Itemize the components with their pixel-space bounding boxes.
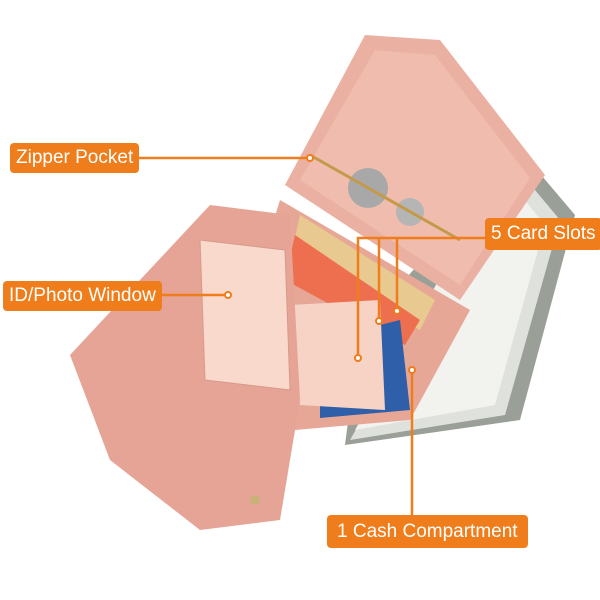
snap-button [250,495,260,505]
cash-compartment-label: 1 Cash Compartment [327,515,528,548]
card-slots-label: 5 Card Slots [485,218,600,250]
id-window [199,239,291,391]
callout-dots [224,154,416,374]
zipper-pocket-label: Zipper Pocket [10,143,140,173]
id-photo-window-label: ID/Photo Window [3,281,162,311]
zipper [309,153,461,242]
callout-lines [137,156,485,515]
